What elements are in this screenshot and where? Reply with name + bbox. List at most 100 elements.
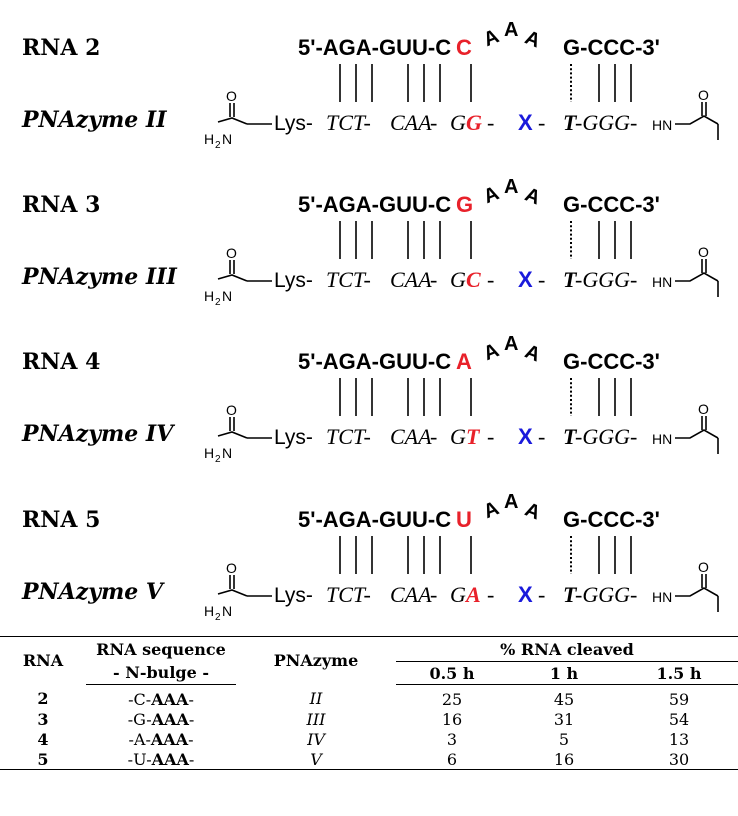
results-table: RNA RNA sequence PNAzyme % RNA cleaved -… [0,636,738,770]
rna-bulge-adjacent-base: U [456,507,472,532]
table-subheader-row: - N-bulge - 0.5 h 1 h 1.5 h [0,661,738,685]
sequence-part: -C- [128,689,152,709]
pna-base-t: T [563,110,578,135]
cell-pnazyme: III [306,709,326,729]
header-sequence: RNA sequence [86,636,236,662]
amide-bond [217,117,248,125]
amide-bond [217,589,248,597]
pna-segment-ggg: -GGG- [575,267,637,292]
pna-segment-caa: CAA [390,110,432,135]
cell-cleaved-1: 5 [558,729,570,749]
pna-base-t: T [563,424,578,449]
cell-cleaved-2: 54 [668,709,690,729]
oxygen-atom: O [698,87,709,103]
oxygen-atom: O [698,559,709,575]
cell-sequence: -C-AAA- [86,685,236,710]
pna-base-t: T [563,582,578,607]
pna-linker-x: X [518,267,533,292]
rna-label: RNA 2 [22,35,100,61]
rna-strand-left: 5'-AGA-GUU-C [298,192,451,217]
sequence-part: - [188,749,195,769]
bulge-base: A [522,341,544,367]
header-time-0: 0.5 h [396,661,508,685]
pna-base-g: G [450,267,466,292]
sequence-part: AAA [151,689,189,709]
bulge-base: A [504,176,518,198]
pna-segment-tct: TCT- [326,110,371,135]
cell-pnazyme: V [236,749,396,770]
pna-segment-tct: TCT- [326,424,371,449]
sequence-part: - [188,689,194,709]
pna-base-t: T [563,267,578,292]
header-bulge: - N-bulge - [86,661,236,685]
amide-nitrogen: HN [652,117,672,133]
pna-base-g: G [450,424,466,449]
amine-nitrogen: N [222,131,232,147]
cell-cleaved-0: 16 [441,709,463,729]
bulge-base: A [504,491,518,513]
pna-dash: - [538,424,545,449]
amine-hydrogen: H [204,603,214,619]
bulge-base: A [480,182,502,208]
amine-hydrogen: H [204,131,214,147]
acetyl-bond [675,587,719,597]
sequence-part: -A- [128,729,151,749]
pna-segment-caa: CAA [390,582,432,607]
rna-label: RNA 3 [22,192,100,218]
pna-linker-x: X [518,424,533,449]
bulge-base: A [522,27,544,53]
cell-cleaved-2: 13 [668,729,690,749]
amine-subscript: 2 [215,612,221,623]
oxygen-atom: O [698,244,709,260]
rna-strand-left: 5'-AGA-GUU-C [298,349,451,374]
rna-bulge-adjacent-base: A [456,349,472,374]
pna-dash: - [430,424,437,449]
cell-cleaved-2: 59 [668,689,690,709]
header-time-2: 1.5 h [620,661,738,685]
amide-nitrogen: HN [652,589,672,605]
lysine: Lys- [274,584,313,607]
cell-cleaved-0: 6 [396,749,508,770]
rna-strand-right: G-CCC-3' [563,349,660,374]
pnazyme-label: PNAzyme III [21,264,178,290]
cell-pnazyme: IV [307,729,325,749]
rna-strand-left: 5'-AGA-GUU-C [298,507,451,532]
lysine: Lys- [274,269,313,292]
rna-strand-left: 5'-AGA-GUU-C [298,35,451,60]
amine-nitrogen: N [222,603,232,619]
cell-sequence: -G-AAA- [86,709,236,729]
pna-bulge-adjacent-base: C [466,267,481,292]
oxygen-atom: O [226,245,237,261]
bulge-base: A [504,19,518,41]
bulge-base: A [522,184,544,210]
pna-dash: - [538,267,545,292]
oxygen-atom: O [226,402,237,418]
header-pnazyme: PNAzyme [236,636,396,685]
pna-base-g: G [450,582,466,607]
header-rna: RNA [0,636,86,685]
amine-hydrogen: H [204,445,214,461]
amine-nitrogen: N [222,445,232,461]
cell-cleaved-2: 30 [620,749,738,770]
pna-dash: - [487,267,494,292]
pnazyme-label: PNAzyme II [21,107,167,133]
cell-cleaved-1: 31 [553,709,575,729]
pna-segment-ggg: -GGG- [575,582,637,607]
sequence-part: AAA [150,729,189,749]
rna-strand-right: G-CCC-3' [563,192,660,217]
amine-nitrogen: N [222,288,232,304]
cell-sequence: -U-AAA- [86,749,236,770]
pna-dash: - [430,267,437,292]
pna-bulge-adjacent-base: T [466,424,481,449]
lysine: Lys- [274,112,313,135]
pna-bulge-adjacent-base: G [466,110,482,135]
pna-segment-ggg: -GGG- [575,424,637,449]
amide-bond [217,274,248,282]
pna-segment-tct: TCT- [326,267,371,292]
cell-rna: 3 [37,709,49,729]
lysine: Lys- [274,426,313,449]
